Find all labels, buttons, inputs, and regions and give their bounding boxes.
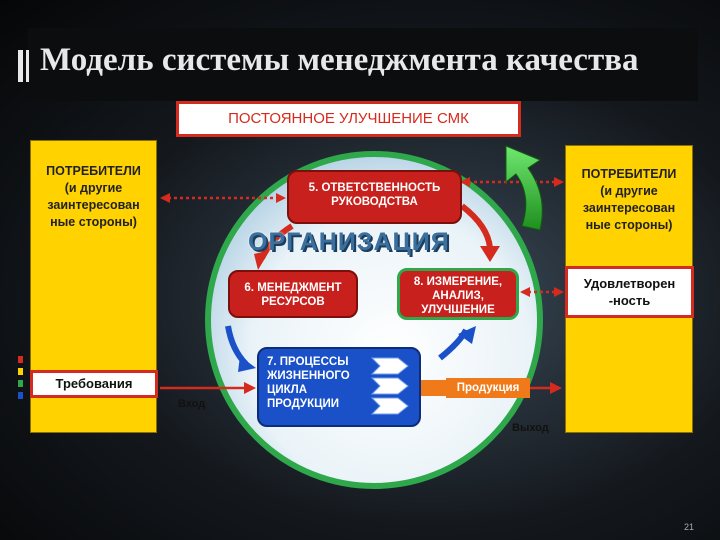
node-6-line: 6. МЕНЕДЖМЕНТ bbox=[244, 282, 342, 294]
process-chevrons-icon bbox=[370, 357, 409, 415]
right-customers-line: ПОТРЕБИТЕЛИ bbox=[581, 167, 677, 181]
left-customers-line: (и другие bbox=[64, 181, 123, 195]
output-label: Выход bbox=[512, 422, 549, 434]
satisfaction-box: Удовлетворен -ность bbox=[565, 266, 694, 318]
right-customers-line: (и другие bbox=[600, 184, 658, 198]
node-7-line: 7. ПРОЦЕССЫ bbox=[267, 356, 349, 368]
improvement-arrow-icon bbox=[505, 145, 543, 231]
node-management-responsibility: 5. ОТВЕТСТВЕННОСТЬ РУКОВОДСТВА bbox=[287, 170, 462, 224]
left-customers-line: заинтересован bbox=[47, 198, 140, 212]
slide-title: Модель системы менеджмента качества bbox=[40, 42, 639, 78]
cycle-arrow-left-head bbox=[254, 250, 270, 270]
node-8-line: УЛУЧШЕНИЕ bbox=[421, 304, 495, 316]
decorative-marker bbox=[18, 356, 23, 363]
node-6-line: РЕСУРСОВ bbox=[261, 296, 325, 308]
node-resource-management: 6. МЕНЕДЖМЕНТ РЕСУРСОВ bbox=[228, 270, 358, 318]
process-to-product-arrow bbox=[420, 380, 450, 396]
right-feedback-arrow bbox=[460, 177, 564, 187]
input-label: Вход bbox=[178, 398, 206, 410]
cycle-arrow-process-to-measurement-head bbox=[458, 326, 476, 344]
right-customers-line: заинтересован bbox=[582, 201, 676, 215]
decorative-marker bbox=[18, 368, 23, 375]
continual-improvement-banner: ПОСТОЯННОЕ УЛУЧШЕНИЕ СМК bbox=[176, 101, 521, 137]
cycle-arrow-top-right bbox=[460, 203, 493, 249]
node-measurement-analysis-improvement: 8. ИЗМЕРЕНИЕ, АНАЛИЗ, УЛУЧШЕНИЕ bbox=[397, 268, 519, 320]
left-feedback-arrow bbox=[160, 193, 286, 203]
node-8-line: АНАЛИЗ, bbox=[432, 290, 484, 302]
title-decoration-bar bbox=[26, 50, 29, 82]
page-number: 21 bbox=[684, 522, 695, 532]
left-customers-line: ные стороны) bbox=[50, 215, 137, 229]
cycle-arrow-resources-to-process-head bbox=[238, 356, 256, 372]
node-5-line: 5. ОТВЕТСТВЕННОСТЬ bbox=[308, 182, 441, 194]
output-arrow bbox=[528, 382, 562, 394]
requirements-box: Требования bbox=[30, 370, 158, 398]
right-customers-line: ные стороны) bbox=[585, 218, 673, 232]
decorative-marker bbox=[18, 380, 23, 387]
organization-label: ОРГАНИЗАЦИЯ bbox=[248, 228, 450, 256]
cycle-arrow-top-right-head bbox=[480, 246, 500, 262]
title-decoration-bar bbox=[18, 50, 23, 82]
product-label: Продукция bbox=[446, 378, 530, 398]
satisfaction-line: Удовлетворен bbox=[583, 276, 676, 291]
input-arrow bbox=[160, 382, 256, 394]
node-8-line: 8. ИЗМЕРЕНИЕ, bbox=[413, 276, 503, 288]
node-7-line: ЖИЗНЕННОГО bbox=[267, 370, 350, 382]
left-customers-line: ПОТРЕБИТЕЛИ bbox=[46, 164, 141, 178]
node-7-line: ЦИКЛА bbox=[267, 384, 308, 396]
decorative-marker bbox=[18, 392, 23, 399]
node-7-line: ПРОДУКЦИИ bbox=[267, 398, 340, 410]
satisfaction-feedback-arrow bbox=[520, 287, 564, 297]
title-bar bbox=[28, 28, 698, 101]
node-5-line: РУКОВОДСТВА bbox=[331, 196, 418, 208]
satisfaction-line: -ность bbox=[608, 293, 651, 308]
